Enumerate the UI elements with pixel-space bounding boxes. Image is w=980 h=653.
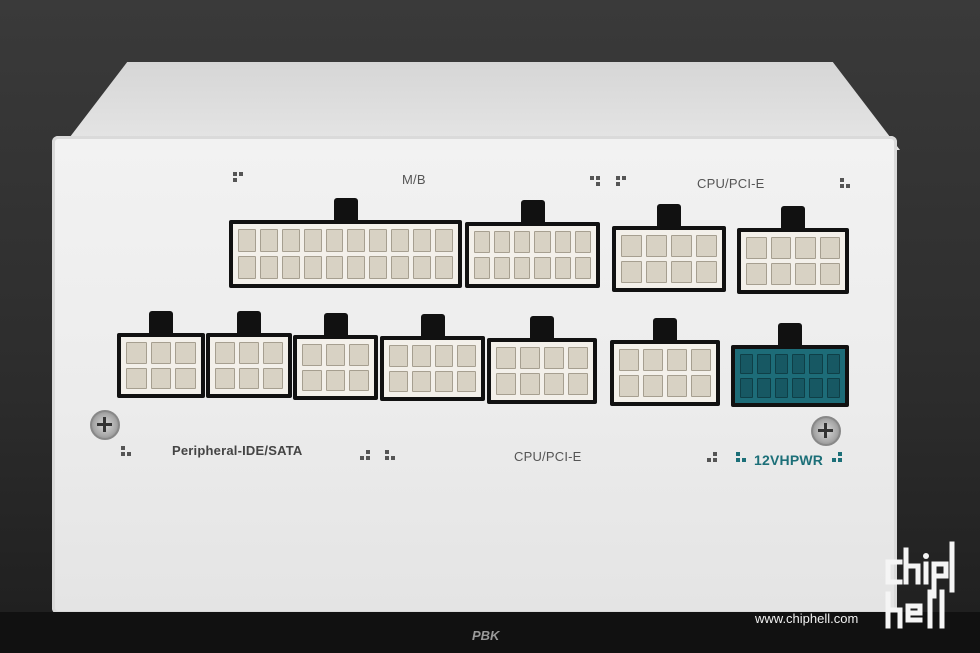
dot-marker-icon	[233, 172, 243, 182]
chiphell-logo-icon	[882, 540, 966, 636]
mb-24pin-main-connector[interactable]	[229, 198, 462, 288]
dot-marker-icon	[590, 176, 600, 186]
cpu-pcie-connector-top-1[interactable]	[612, 204, 726, 292]
peripheral-connector-3[interactable]	[293, 313, 378, 400]
dot-marker-icon	[121, 446, 131, 456]
floor	[0, 612, 980, 653]
dot-marker-icon	[616, 176, 626, 186]
peripheral-connector-2[interactable]	[206, 311, 292, 398]
psu-top-surface	[60, 62, 900, 150]
dot-marker-icon	[832, 452, 842, 462]
watermark-url: www.chiphell.com	[755, 611, 859, 626]
cpu-pcie-top-label: CPU/PCI-E	[697, 176, 765, 191]
cpu-pcie-connector-bottom-2[interactable]	[487, 316, 597, 404]
cpu-pcie-connector-bottom-3[interactable]	[610, 318, 720, 406]
cpu-pcie-connector-bottom-1[interactable]	[380, 314, 485, 401]
dot-marker-icon	[360, 450, 370, 460]
dot-marker-icon	[385, 450, 395, 460]
peripheral-connector-1[interactable]	[117, 311, 205, 398]
12vhpwr-connector[interactable]	[731, 323, 849, 407]
screw-left-icon	[90, 410, 120, 440]
dot-marker-icon	[736, 452, 746, 462]
bottom-brand-text: PBK	[472, 628, 500, 643]
cpu-pcie-bottom-label: CPU/PCI-E	[514, 449, 582, 464]
hpwr-label: 12VHPWR	[754, 452, 824, 468]
mb-label: M/B	[402, 172, 426, 187]
dot-marker-icon	[707, 452, 717, 462]
cpu-pcie-connector-top-2[interactable]	[737, 206, 849, 294]
mb-12pin-connector[interactable]	[465, 200, 600, 288]
peripheral-label: Peripheral-IDE/SATA	[172, 443, 303, 458]
dot-marker-icon	[840, 178, 850, 188]
screw-right-icon	[811, 416, 841, 446]
